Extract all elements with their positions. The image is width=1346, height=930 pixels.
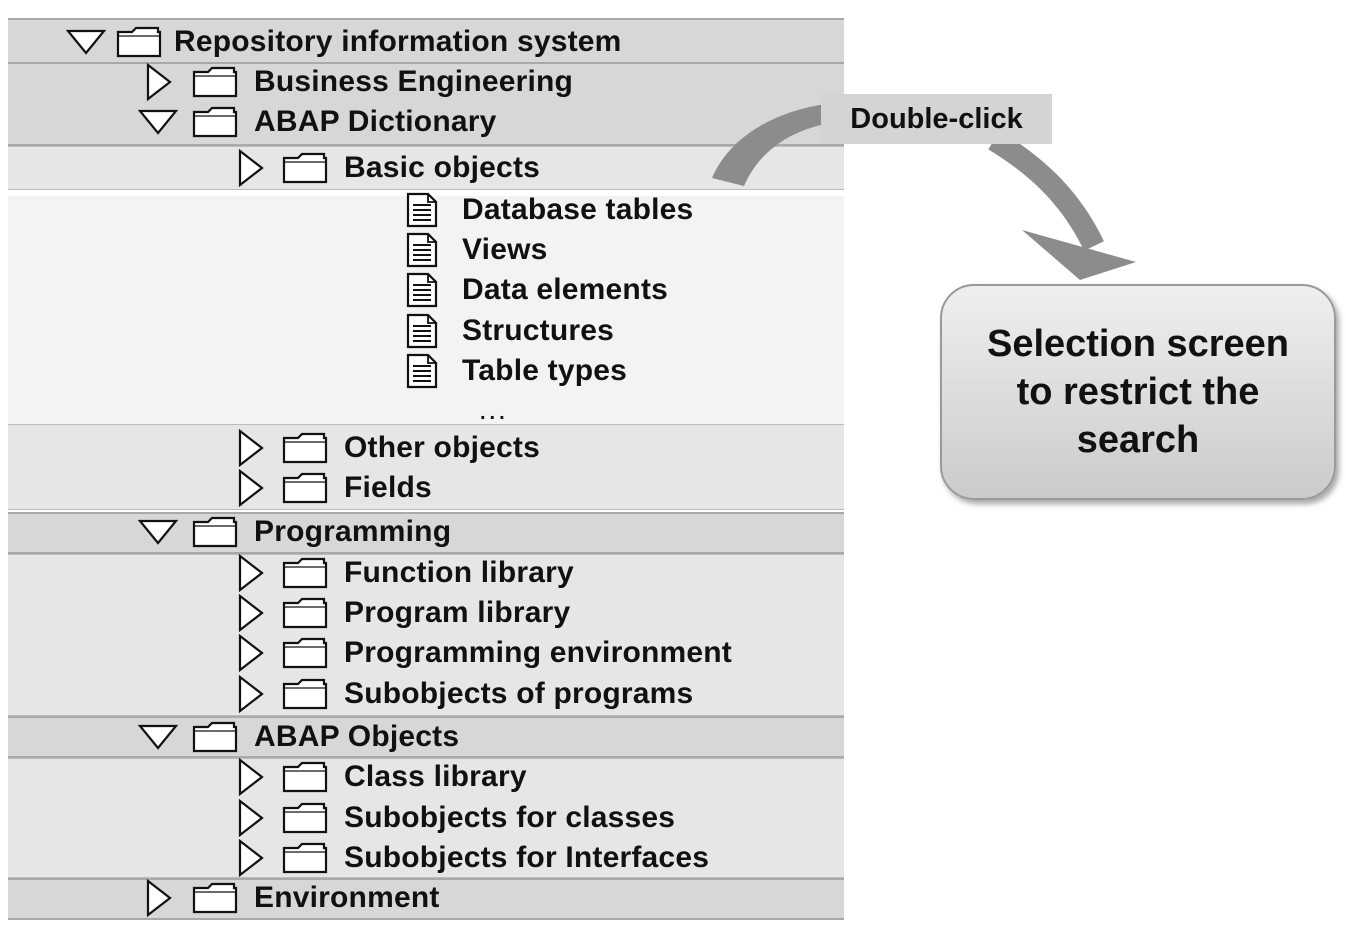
tree-node-label: Subobjects for classes: [344, 801, 676, 834]
tree-leaf-label: Views: [462, 233, 548, 266]
band-abap-objects: [8, 716, 844, 758]
tree-node-programming[interactable]: Programming: [138, 512, 451, 552]
band-programming-children: [8, 554, 844, 716]
tree-node-other-objects[interactable]: Other objects: [238, 428, 540, 468]
tree-node-subobjects-for-classes[interactable]: Subobjects for classes: [238, 798, 675, 838]
tree-node-business-engineering[interactable]: Business Engineering: [146, 62, 573, 102]
tree-leaf-views[interactable]: Views: [406, 230, 548, 270]
tree-node-abap-objects[interactable]: ABAP Objects: [138, 717, 459, 757]
tree-leaf-label: Database tables: [462, 193, 694, 226]
tree-node-class-library[interactable]: Class library: [238, 757, 527, 797]
result-arrow-shaft: [988, 130, 1104, 251]
tree-node-label: Basic objects: [344, 151, 541, 184]
tree-node-function-library[interactable]: Function library: [238, 553, 574, 593]
tree-node-fields[interactable]: Fields: [238, 468, 432, 508]
result-arrow-head: [1022, 230, 1136, 280]
tree-leaf-table-types[interactable]: Table types: [406, 351, 627, 391]
band-abap-objects-children: [8, 758, 844, 878]
tree-node-programming-environment[interactable]: Programming environment: [238, 633, 732, 673]
double-click-label: Double-click: [821, 94, 1052, 144]
tree-leaf-structures[interactable]: Structures: [406, 311, 614, 351]
tree-leaf-data-elements[interactable]: Data elements: [406, 270, 668, 310]
tree-node-label: Environment: [254, 881, 440, 914]
more-items-ellipsis: ...: [480, 402, 509, 424]
tree-leaf-label: Data elements: [462, 273, 669, 306]
tree-node-subobjects-of-programs[interactable]: Subobjects of programs: [238, 674, 693, 714]
band-basic-objects: [8, 146, 844, 190]
tree-node-root[interactable]: Repository information system: [66, 22, 622, 62]
double-click-text: Double-click: [850, 102, 1023, 135]
tree-node-label: Fields: [344, 471, 432, 504]
tree-node-label: Programming: [254, 515, 452, 548]
tree-node-label: Function library: [344, 556, 574, 589]
tree-node-label: Repository information system: [174, 25, 622, 58]
tree-node-label: Subobjects for Interfaces: [344, 841, 710, 874]
callout-text: Selection screen to restrict the search: [986, 323, 1290, 461]
tree-node-label: Subobjects of programs: [344, 677, 694, 710]
selection-screen-callout: Selection screen to restrict the search: [940, 284, 1336, 500]
band-other-fields: [8, 424, 844, 510]
tree-node-abap-dictionary[interactable]: ABAP Dictionary: [138, 102, 497, 142]
tree-leaf-label: Table types: [462, 354, 628, 387]
tree-node-label: Business Engineering: [254, 65, 574, 98]
tree-node-program-library[interactable]: Program library: [238, 593, 570, 633]
band-programming: [8, 512, 844, 554]
tree-node-subobjects-for-interfaces[interactable]: Subobjects for Interfaces: [238, 838, 709, 878]
tree-node-label: Class library: [344, 760, 527, 793]
tree-node-label: Program library: [344, 596, 571, 629]
tree-node-environment[interactable]: Environment: [146, 878, 440, 918]
tree-node-label: Other objects: [344, 431, 540, 464]
tree-node-label: Programming environment: [344, 636, 732, 669]
tree-leaf-database-tables[interactable]: Database tables: [406, 190, 693, 230]
tree-leaf-label: Structures: [462, 314, 615, 347]
tree-node-basic-objects[interactable]: Basic objects: [238, 148, 540, 188]
tree-node-label: ABAP Objects: [254, 720, 460, 753]
tree-node-label: ABAP Dictionary: [254, 105, 497, 138]
repository-tree: Repository information system Business E…: [8, 18, 844, 920]
double-click-pointer-arrow: [712, 104, 826, 186]
